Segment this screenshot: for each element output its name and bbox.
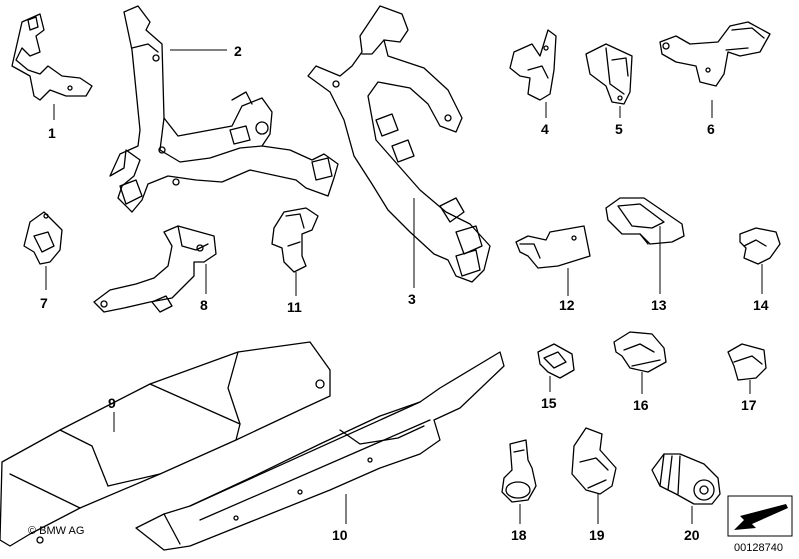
- part-13-clip[interactable]: [605, 197, 685, 245]
- part-18-clip[interactable]: [501, 439, 537, 503]
- callout-15: 15: [541, 395, 557, 411]
- part-3-bracket[interactable]: [307, 5, 491, 283]
- callout-20: 20: [684, 527, 700, 543]
- part-15-clip[interactable]: [537, 343, 575, 379]
- callout-1: 1: [48, 125, 56, 141]
- callout-13: 13: [651, 297, 667, 313]
- copyright-text: © BMW AG: [28, 525, 85, 537]
- part-1-bracket[interactable]: [11, 13, 93, 101]
- callout-11: 11: [287, 299, 302, 315]
- part-12-clip[interactable]: [515, 225, 591, 269]
- callout-16: 16: [633, 397, 649, 413]
- callout-6: 6: [707, 121, 715, 137]
- callout-18: 18: [511, 527, 527, 543]
- callout-8: 8: [200, 297, 208, 313]
- part-7-clip[interactable]: [23, 211, 63, 265]
- part-20-grommet[interactable]: [651, 453, 721, 505]
- callout-19: 19: [589, 527, 605, 543]
- part-17-clip[interactable]: [727, 343, 767, 381]
- callout-2: 2: [234, 43, 242, 59]
- part-5-clip[interactable]: [585, 43, 633, 105]
- part-19-clip[interactable]: [571, 427, 617, 495]
- orientation-arrow-icon: [727, 495, 793, 537]
- callout-10: 10: [332, 527, 348, 543]
- part-16-clip[interactable]: [613, 331, 667, 373]
- callout-5: 5: [615, 121, 623, 137]
- part-4-clip[interactable]: [509, 29, 557, 101]
- part-8-bracket[interactable]: [93, 225, 217, 313]
- callout-14: 14: [753, 297, 769, 313]
- callout-9: 9: [108, 395, 116, 411]
- document-number: 00128740: [734, 542, 783, 554]
- part-10-trim-channel[interactable]: [135, 351, 505, 551]
- callout-3: 3: [408, 291, 416, 307]
- callout-4: 4: [541, 121, 549, 137]
- callout-17: 17: [741, 397, 757, 413]
- part-2-bracket[interactable]: [109, 5, 339, 213]
- part-14-clip[interactable]: [739, 227, 781, 265]
- callout-12: 12: [559, 297, 575, 313]
- part-6-bracket[interactable]: [659, 21, 771, 87]
- part-11-clip[interactable]: [271, 207, 319, 273]
- part-9-trim-channel[interactable]: [0, 341, 331, 547]
- callout-7: 7: [40, 295, 48, 311]
